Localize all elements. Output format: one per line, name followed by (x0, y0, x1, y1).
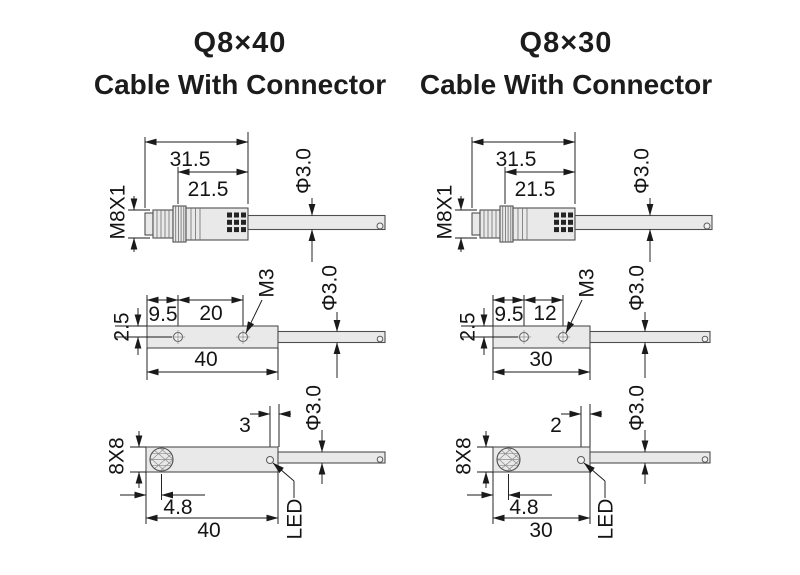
dim-cable-diameter: Φ3.0 (303, 385, 326, 431)
mounting-hole (517, 330, 531, 344)
dim-top-to-hole: 2.5 (457, 312, 480, 341)
dim-overall-length: 31.5 (170, 148, 211, 171)
cable-tip (376, 335, 384, 343)
dim-cable-diameter: Φ3.0 (626, 265, 649, 311)
cable (277, 330, 386, 344)
dim-face-center-offset: 4.8 (509, 496, 538, 519)
product-title-q8x40: Q8×40 Cable With Connector (40, 24, 440, 104)
dim-top-to-hole: 2.5 (111, 312, 134, 341)
dim-mounting-thread: M3 (256, 268, 279, 297)
connector-cap (471, 212, 481, 236)
cable (589, 330, 711, 344)
dim-face-center-offset: 4.8 (163, 496, 192, 519)
product-title-q8x30: Q8×30 Cable With Connector (366, 24, 766, 104)
mounting-hole (556, 330, 570, 344)
connector-grid (554, 212, 573, 233)
connector-grid (227, 212, 246, 233)
cable-tip (376, 222, 384, 230)
dim-cable-diameter: Φ3.0 (319, 265, 342, 311)
cable (574, 214, 713, 231)
led-indicator (577, 456, 585, 464)
q8x30-views: 31.5 21.5 M8X1 (434, 132, 713, 542)
dim-edge-to-first-hole: 9.5 (148, 303, 177, 326)
q8x40-connector-view: 31.5 21.5 M8X1 (107, 132, 386, 262)
dim-led-to-edge: 2 (550, 414, 562, 437)
dim-hole-spacing: 20 (199, 302, 222, 325)
q8x40-top-view: 9.5 20 2.5 M3 40 (111, 265, 386, 380)
dim-mounting-thread: M3 (576, 268, 599, 297)
dim-body-length: 40 (197, 519, 220, 542)
q8x40-views: 31.5 21.5 M8X1 (106, 132, 386, 542)
dim-connector-length: 21.5 (188, 178, 229, 201)
q8x30-front-view: 2 8X8 4.8 30 LED (453, 385, 711, 542)
model-subtitle: Cable With Connector (93, 69, 387, 100)
model-name: Q8×40 (193, 27, 287, 59)
q8x30-top-view: 9.5 12 2.5 M3 30 (457, 265, 711, 380)
cable (247, 214, 386, 231)
dim-cross-section: 8X8 (453, 437, 476, 474)
dim-body-length: 30 (529, 348, 552, 371)
dim-edge-to-first-hole: 9.5 (494, 303, 523, 326)
dim-thread-spec: M8X1 (434, 185, 457, 240)
cable-tip (701, 456, 709, 463)
model-subtitle: Cable With Connector (419, 69, 713, 100)
cable (277, 451, 386, 464)
led-indicator (266, 456, 274, 464)
model-name: Q8×30 (519, 27, 613, 59)
dim-cable-diameter: Φ3.0 (631, 148, 654, 194)
mounting-hole (236, 330, 250, 344)
q8x40-front-view: 3 8X8 4.8 40 LED (106, 385, 386, 542)
dim-connector-length: 21.5 (515, 178, 556, 201)
connector-thread (152, 209, 174, 239)
dim-cross-section: 8X8 (106, 437, 129, 474)
q8x30-connector-view: 31.5 21.5 M8X1 (434, 132, 713, 262)
dim-cable-diameter: Φ3.0 (626, 385, 649, 431)
dim-overall-length: 31.5 (496, 148, 537, 171)
mounting-hole (171, 330, 185, 344)
connector-cap (144, 212, 154, 236)
led-label: LED (595, 499, 618, 540)
dim-thread-spec: M8X1 (107, 185, 130, 240)
dim-led-to-edge: 3 (239, 414, 251, 437)
cable-tip (703, 222, 711, 230)
cable-tip (376, 456, 384, 463)
connector-thread (479, 209, 501, 239)
cable-tip (701, 335, 709, 343)
led-label: LED (284, 499, 307, 540)
dim-cable-diameter: Φ3.0 (293, 148, 316, 194)
dim-body-length: 30 (529, 519, 552, 542)
cable (589, 451, 711, 464)
dim-hole-spacing: 12 (533, 302, 556, 325)
dim-body-length: 40 (194, 348, 217, 371)
